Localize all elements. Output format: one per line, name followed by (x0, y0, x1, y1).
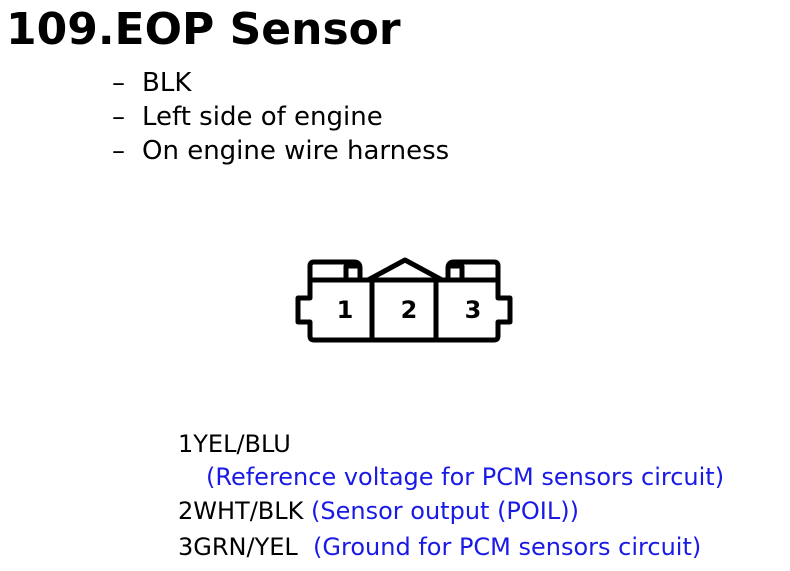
pin-description: (Sensor output (POIL)) (311, 497, 579, 525)
pin-label: 3 (465, 296, 482, 324)
bullet-dash: – (112, 68, 125, 98)
pin-wire-code: 2WHT/BLK (178, 497, 304, 525)
bullet-dash: – (112, 136, 125, 166)
pinout-row: 1YEL/BLU (178, 428, 724, 461)
connector-latch-right (447, 263, 465, 283)
pin-wire-code: 3GRN/YEL (178, 533, 298, 561)
bullet-text: Left side of engine (142, 102, 383, 132)
pin-label: 2 (401, 296, 418, 324)
page-title: 109.EOP Sensor (6, 4, 401, 55)
pinout-row: 2WHT/BLK (Sensor output (POIL)) (178, 493, 724, 529)
pinout-list: 1YEL/BLU (Reference voltage for PCM sens… (178, 428, 724, 565)
bullet-harness: –On engine wire harness (112, 134, 449, 168)
pin-label: 1 (337, 296, 354, 324)
connector-diagram: 1 2 3 (295, 257, 513, 343)
bullet-dash: – (112, 102, 125, 132)
pin-description: (Ground for PCM sensors circuit) (313, 533, 702, 561)
pin-wire-code: 1YEL/BLU (178, 430, 291, 458)
connector-housing (295, 257, 513, 343)
bullet-connector-color: –BLK (112, 66, 449, 100)
pin-description: (Reference voltage for PCM sensors circu… (206, 463, 725, 491)
bullet-text: On engine wire harness (142, 136, 450, 166)
connector-latch-left (343, 263, 361, 283)
sensor-info-list: –BLK –Left side of engine –On engine wir… (112, 66, 449, 168)
bullet-location: –Left side of engine (112, 100, 449, 134)
bullet-text: BLK (142, 68, 192, 98)
pinout-row: 3GRN/YEL (Ground for PCM sensors circuit… (178, 529, 724, 565)
